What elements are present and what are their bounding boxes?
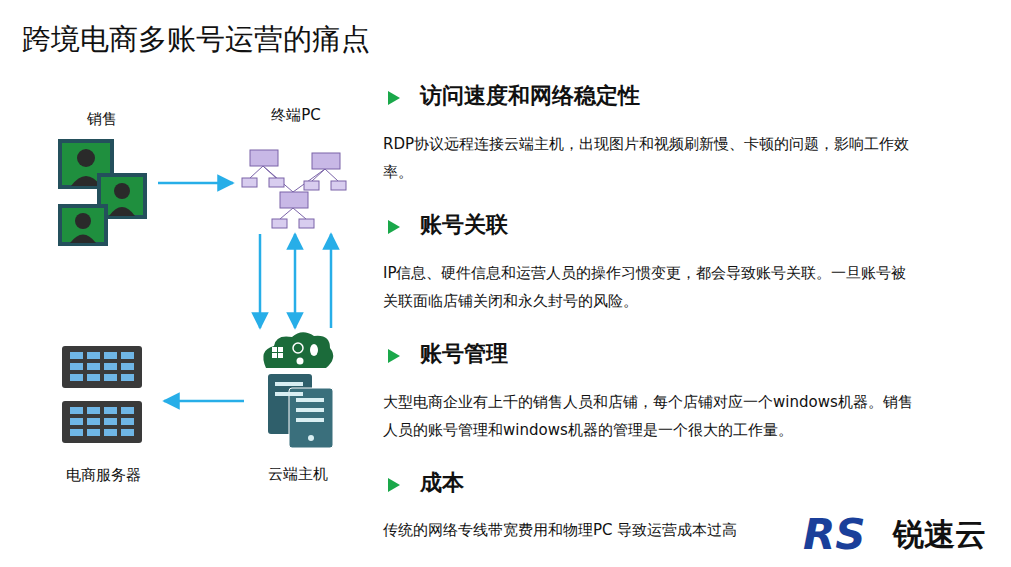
drive-slot [87, 352, 100, 359]
section-heading: 账号关联 [420, 211, 720, 240]
drive-slot [121, 374, 134, 381]
drive-slot [104, 429, 117, 436]
node-label: 云端主机 [268, 465, 328, 485]
drive-slot [70, 363, 83, 370]
drive-slot [104, 374, 117, 381]
drive-slot [104, 407, 117, 414]
sales-icons [60, 141, 145, 244]
drive-slot [87, 363, 100, 370]
icon-group: 销售 [52, 110, 152, 250]
flow-arrow [158, 182, 233, 185]
node-label: 电商服务器 [66, 466, 141, 486]
drive-slot [87, 429, 100, 436]
node-label: 销售 [87, 110, 117, 130]
server-racks [62, 346, 142, 443]
logo-text: RS [803, 508, 893, 563]
section-body: 传统的网络专线带宽费用和物理PC 导致运营成本过高 [383, 517, 803, 545]
drive-slot [121, 363, 134, 370]
pc-network [242, 150, 346, 228]
slide-title: 跨境电商多账号运营的痛点 [22, 20, 370, 60]
drive-slot [104, 418, 117, 425]
drive-slot [87, 418, 100, 425]
section-body: IP信息、硬件信息和运营人员的操作习惯变更，都会导致账号关联。一旦账号被关联面临… [383, 260, 918, 316]
drive-slot [87, 374, 100, 381]
section-heading: 成本 [420, 469, 720, 498]
drive-slot [104, 363, 117, 370]
drive-slot [70, 429, 83, 436]
drive-slot [121, 407, 134, 414]
drive-slot [87, 407, 100, 414]
drive-slot [70, 352, 83, 359]
drive-slot [70, 418, 83, 425]
node-label: 终端PC [271, 106, 321, 126]
section-heading: 账号管理 [420, 340, 720, 369]
icon-group: 终端PC [237, 106, 355, 232]
drive-slot [104, 352, 117, 359]
icon-group: 电商服务器 [46, 340, 160, 485]
drive-slot [70, 407, 83, 414]
drive-slot [70, 374, 83, 381]
link-lines [260, 234, 331, 328]
logo-text: 锐速云 [893, 514, 1003, 554]
flow-arrow [294, 234, 297, 328]
drive-slot [121, 418, 134, 425]
flow-arrow [164, 400, 244, 403]
cloud-host-icon [263, 332, 333, 448]
drive-slot [121, 352, 134, 359]
section-body: 大型电商企业有上千的销售人员和店铺，每个店铺对应一个windows机器。销售人员… [383, 389, 918, 445]
section-heading: 访问速度和网络稳定性 [420, 82, 720, 111]
icon-group: 云端主机 [250, 332, 346, 484]
drive-slot [121, 429, 134, 436]
section-body: RDP协议远程连接云端主机，出现图片和视频刷新慢、卡顿的问题，影响工作效率。 [383, 131, 918, 187]
